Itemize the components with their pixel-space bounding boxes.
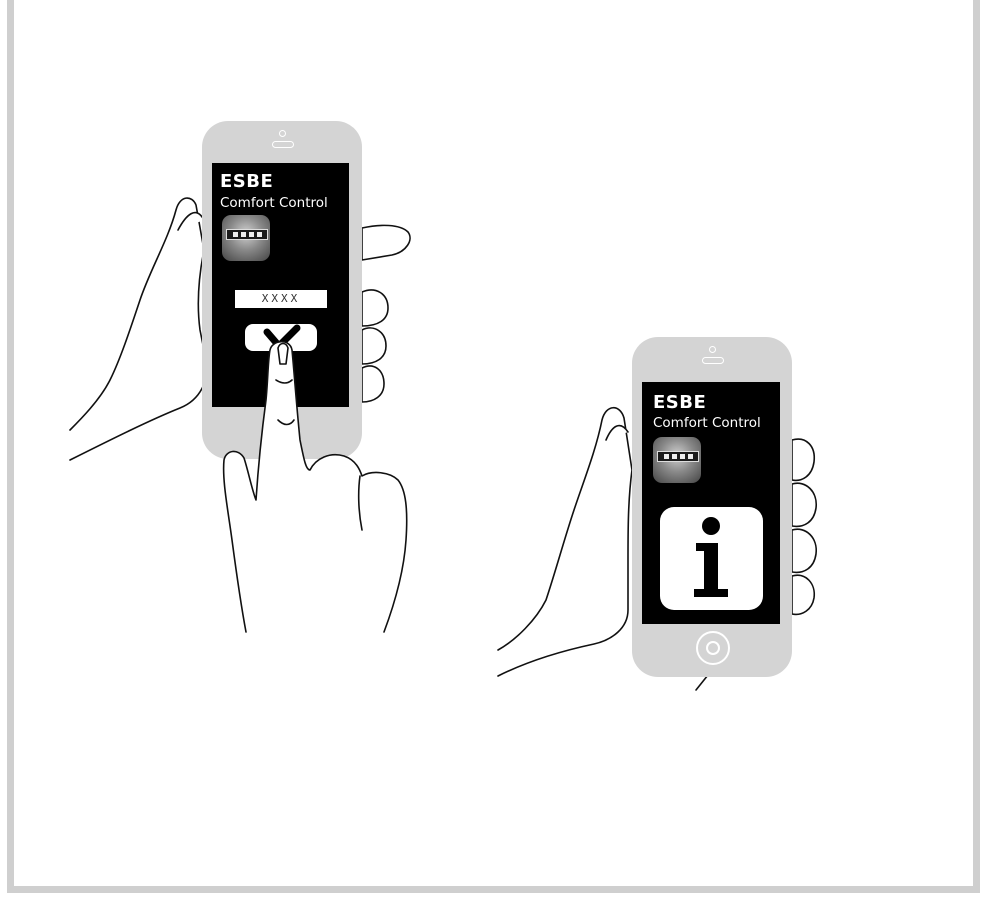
app-title: ESBE: [653, 392, 706, 413]
info-icon: [660, 507, 763, 610]
speaker-icon: [702, 357, 724, 364]
right-phone: ESBE Comfort Control: [632, 337, 792, 677]
info-button[interactable]: [660, 507, 763, 610]
home-button-icon[interactable]: [696, 631, 730, 665]
camera-icon: [709, 346, 716, 353]
right-phone-screen: ESBE Comfort Control: [642, 382, 780, 624]
app-subtitle: Comfort Control: [653, 415, 761, 431]
app-icon: [653, 437, 701, 483]
